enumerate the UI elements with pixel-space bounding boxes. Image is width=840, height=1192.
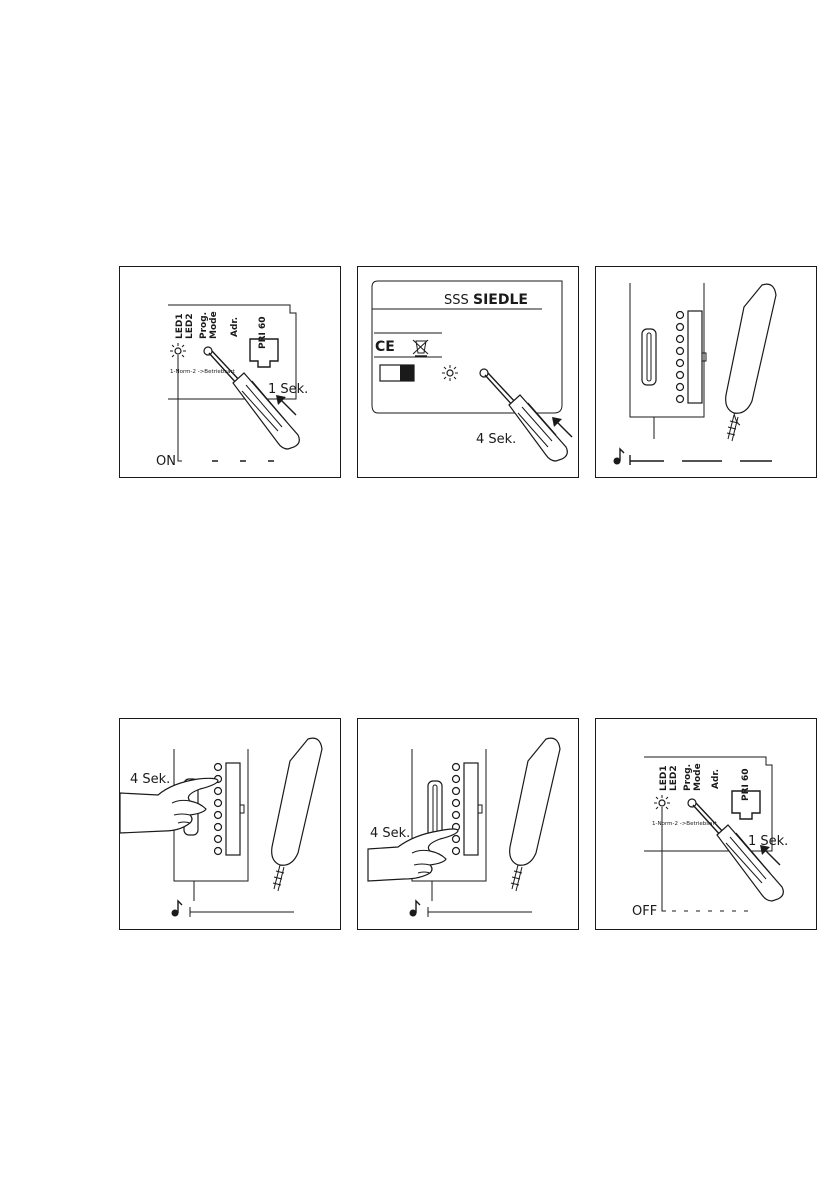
led-blink-icon [442, 365, 458, 381]
adr-label: Adr. [230, 317, 240, 337]
tone-icon [410, 901, 421, 917]
hook-slot [428, 781, 442, 837]
hook-slot [642, 329, 656, 385]
prog-button [204, 347, 212, 355]
led1-label: LED1 [175, 313, 185, 339]
handset-icon [726, 284, 776, 441]
led1-label: LED1 [659, 765, 669, 791]
timing-label: 1 Sek. [268, 382, 308, 397]
device-programming-illustration-off: LED1 LED2 Prog. Mode Adr. PRI 60 1-Norm-… [596, 719, 815, 928]
mode-label: Mode [693, 763, 703, 791]
device-label-plate-illustration: SSS SIEDLE CE 4 Sek. [358, 267, 577, 476]
ce-mark: CE [375, 339, 395, 355]
tone-broken-line [630, 455, 772, 465]
led2-label: LED2 [185, 313, 195, 339]
model-label: PRI 60 [741, 768, 751, 801]
tone-continuous-line [190, 907, 294, 917]
timing-label: 1 Sek. [748, 834, 788, 849]
timing-label: 4 Sek. [476, 432, 516, 447]
label-strip [464, 763, 478, 855]
prog-button [480, 369, 488, 377]
screwdriver-icon [693, 803, 783, 901]
tone-icon [172, 901, 183, 917]
tone-continuous-line [428, 907, 532, 917]
screwdriver-icon [485, 373, 567, 461]
led-status: ON [156, 454, 176, 469]
handset-station-finger-illustration-2: 4 Sek. [358, 719, 577, 928]
label-strip [688, 311, 702, 403]
button-column [453, 764, 460, 855]
timing-label: 4 Sek. [130, 772, 170, 787]
step-panel-5: 4 Sek. [357, 718, 579, 930]
handset-icon [510, 738, 560, 891]
handset-icon [272, 738, 322, 891]
step-panel-6: LED1 LED2 Prog. Mode Adr. PRI 60 1-Norm-… [595, 718, 817, 930]
tone-icon [614, 449, 625, 465]
button-column [215, 764, 222, 855]
screwdriver-icon [209, 351, 299, 449]
model-label: PRI 60 [258, 316, 268, 349]
prog-label: Prog. [199, 312, 209, 339]
step-panel-4: 4 Sek. [119, 718, 341, 930]
device-programming-illustration: LED1 LED2 Prog. Mode Adr. PRI 60 1-Norm-… [120, 267, 339, 476]
step-panel-1: LED1 LED2 Prog. Mode Adr. PRI 60 1-Norm-… [119, 266, 341, 478]
brand-mark: SSS [444, 293, 469, 308]
step-panel-3 [595, 266, 817, 478]
button-column [677, 312, 684, 403]
prog-button [688, 799, 696, 807]
led-status: OFF [632, 904, 657, 919]
slide-switch-icon [380, 365, 414, 381]
handset-station-illustration [596, 267, 815, 476]
mode-label: Mode [209, 311, 219, 339]
prog-label: Prog. [683, 764, 693, 791]
handset-station-finger-illustration: 4 Sek. [120, 719, 339, 928]
weee-bin-icon [413, 340, 428, 356]
brand-name: SIEDLE [473, 292, 528, 308]
timing-label: 4 Sek. [370, 826, 410, 841]
step-panel-2: SSS SIEDLE CE 4 Sek. [357, 266, 579, 478]
label-strip [226, 763, 240, 855]
adr-label: Adr. [711, 769, 721, 789]
led2-label: LED2 [669, 765, 679, 791]
